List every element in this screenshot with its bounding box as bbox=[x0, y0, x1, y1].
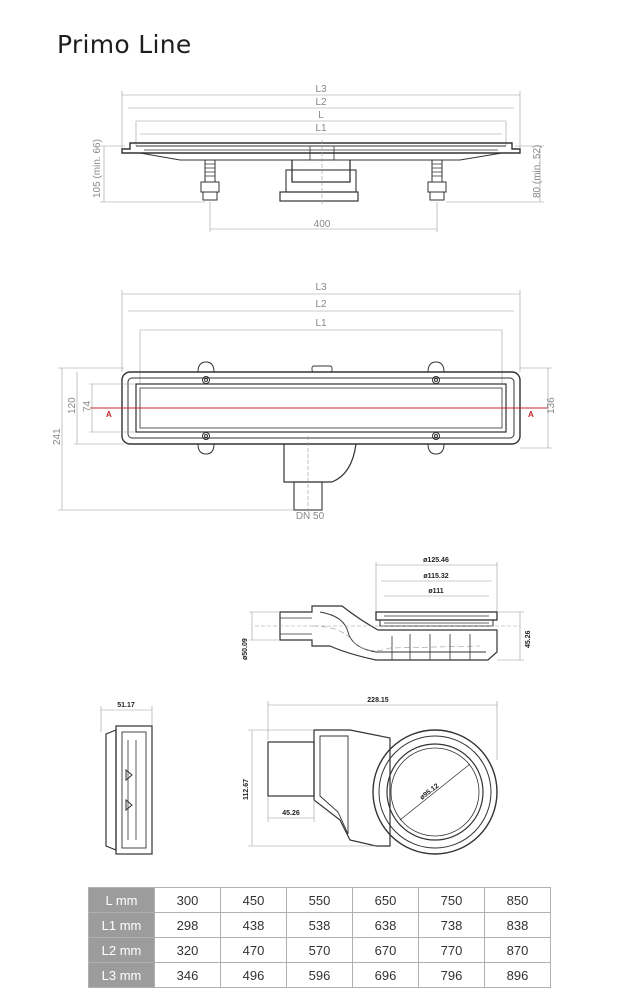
table-cell: 596 bbox=[286, 962, 353, 988]
table-cell: 550 bbox=[286, 887, 353, 913]
table-cell: 346 bbox=[154, 962, 221, 988]
end-width: 51.17 bbox=[117, 702, 135, 709]
plan-dim-L1: L1 bbox=[315, 318, 327, 329]
dim-L2: L2 bbox=[315, 97, 327, 108]
dim-241: 241 bbox=[52, 428, 63, 445]
page-title: Primo Line bbox=[57, 30, 192, 59]
right-foot bbox=[427, 159, 447, 201]
trap-d2: ø115.32 bbox=[423, 573, 448, 580]
table-cell: 570 bbox=[286, 937, 353, 963]
plan-offset: 45.26 bbox=[282, 810, 300, 817]
table-cell: 738 bbox=[418, 912, 485, 938]
table-cell: 838 bbox=[484, 912, 551, 938]
row-label: L3 mm bbox=[88, 962, 155, 988]
table-cell: 796 bbox=[418, 962, 485, 988]
table-cell: 300 bbox=[154, 887, 221, 913]
trap-d3: ø111 bbox=[428, 588, 443, 595]
table-cell: 638 bbox=[352, 912, 419, 938]
trap-height: 45.26 bbox=[525, 630, 532, 648]
dim-foot-spacing: 400 bbox=[314, 219, 331, 230]
trap-plan-view: 228.15 ø95.12 112.67 45.26 bbox=[243, 697, 498, 855]
table-cell: 670 bbox=[352, 937, 419, 963]
dim-120: 120 bbox=[67, 397, 78, 414]
inner-diameter: ø95.12 bbox=[419, 783, 441, 802]
trap-pipe-d: ø50.09 bbox=[242, 638, 249, 660]
table-cell: 298 bbox=[154, 912, 221, 938]
plan-view: L3 L2 L1 A A DN 50 bbox=[52, 282, 557, 522]
dim-height-left: 105 (min. 66) bbox=[92, 139, 103, 198]
fixing-lugs bbox=[197, 361, 445, 455]
plan-height: 112.67 bbox=[243, 779, 250, 800]
table-cell: 850 bbox=[484, 887, 551, 913]
plan-dim-L2: L2 bbox=[315, 299, 327, 310]
table-cell: 770 bbox=[418, 937, 485, 963]
outlet-label: DN 50 bbox=[296, 511, 325, 522]
trap-section-view: ø125.46 ø115.32 ø111 ø50.09 45.26 bbox=[242, 557, 532, 661]
section-mark-right: A bbox=[528, 410, 534, 419]
table-cell: 696 bbox=[352, 962, 419, 988]
dim-L1: L1 bbox=[315, 123, 327, 134]
left-foot bbox=[200, 159, 220, 201]
table-cell: 438 bbox=[220, 912, 287, 938]
plan-dim-L3: L3 bbox=[315, 282, 327, 293]
plan-length: 228.15 bbox=[367, 697, 389, 704]
table-cell: 896 bbox=[484, 962, 551, 988]
dim-74: 74 bbox=[82, 400, 93, 412]
table-cell: 870 bbox=[484, 937, 551, 963]
table-cell: 650 bbox=[352, 887, 419, 913]
table-cell: 470 bbox=[220, 937, 287, 963]
row-label: L2 mm bbox=[88, 937, 155, 963]
table-cell: 320 bbox=[154, 937, 221, 963]
table-cell: 450 bbox=[220, 887, 287, 913]
dim-136: 136 bbox=[546, 397, 557, 414]
row-label: L mm bbox=[88, 887, 155, 913]
side-elevation-view: L3 L2 L L1 1 bbox=[92, 84, 544, 232]
trap-end-view: 51.17 bbox=[100, 702, 153, 855]
table-cell: 496 bbox=[220, 962, 287, 988]
technical-drawing: L3 L2 L L1 1 bbox=[52, 84, 557, 855]
trap-d1: ø125.46 bbox=[423, 557, 449, 564]
dim-height-right: 80 (min. 52) bbox=[532, 145, 543, 198]
dim-L3: L3 bbox=[315, 84, 327, 95]
dim-L: L bbox=[318, 110, 324, 121]
row-label: L1 mm bbox=[88, 912, 155, 938]
section-mark-left: A bbox=[106, 410, 112, 419]
table-cell: 750 bbox=[418, 887, 485, 913]
table-cell: 538 bbox=[286, 912, 353, 938]
